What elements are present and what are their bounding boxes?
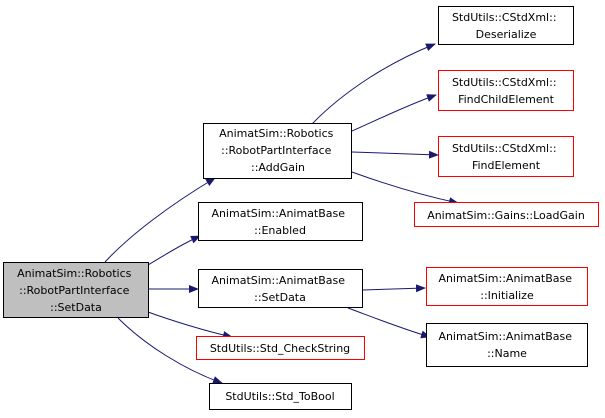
edges — [104, 43, 459, 384]
edge-root-tobool — [117, 317, 223, 384]
edge-setdata-name — [347, 307, 431, 339]
node-addgain-line-1: AnimatSim::Robotics — [219, 127, 333, 140]
edge-addgain-findchild — [351, 94, 437, 132]
node-findchild[interactable]: StdUtils::CStdXml:: FindChildElement — [438, 70, 574, 111]
node-deserialize-line-2: Deserialize — [476, 28, 537, 41]
node-name[interactable]: AnimatSim::AnimatBase ::Name — [426, 323, 588, 367]
node-tobool-box — [209, 383, 352, 410]
node-setdata-line-2: ::SetData — [254, 291, 306, 304]
edge-addgain-loadgain — [351, 171, 459, 206]
node-setdata-line-1: AnimatSim::AnimatBase — [211, 274, 345, 287]
node-findchild-line-1: StdUtils::CStdXml:: — [452, 76, 557, 89]
node-deserialize[interactable]: StdUtils::CStdXml:: Deserialize — [438, 6, 574, 45]
edge-addgain-findelement — [351, 150, 439, 159]
svg-text:StdUtils::CStdXml:: Find: StdUtils::CStdXml:: FindElement — [452, 142, 560, 172]
node-enabled-box — [198, 202, 363, 241]
node-enabled-line-1: AnimatSim::AnimatBase — [211, 207, 345, 220]
node-findchild-box — [438, 70, 574, 111]
node-name-line-1: AnimatSim::AnimatBase — [438, 330, 572, 343]
node-initialize[interactable]: AnimatSim::AnimatBase ::Initialize — [426, 267, 588, 306]
edge-root-addgain — [104, 177, 216, 263]
svg-text:AnimatSim::AnimatBase ::: AnimatSim::AnimatBase ::Name — [438, 330, 575, 360]
node-checkstring-line-1: StdUtils::Std_CheckString — [210, 342, 350, 355]
node-tobool-line-1: StdUtils::Std_ToBool — [225, 390, 334, 403]
node-initialize-box — [426, 267, 588, 306]
edge-root-checkstring — [147, 311, 233, 339]
node-setdata-box — [198, 269, 363, 308]
svg-text:AnimatSim::AnimatBase ::: AnimatSim::AnimatBase ::SetData — [211, 274, 348, 304]
node-findchild-line-2: FindChildElement — [458, 93, 555, 106]
node-deserialize-line-1: StdUtils::CStdXml:: — [452, 11, 557, 24]
svg-text:AnimatSim::Robotics ::Ro: AnimatSim::Robotics ::RobotPartInterface… — [17, 267, 135, 314]
node-findelement[interactable]: StdUtils::CStdXml:: FindElement — [438, 136, 574, 177]
node-setdata[interactable]: AnimatSim::AnimatBase ::SetData — [198, 269, 363, 308]
node-addgain-box — [203, 123, 352, 179]
node-findelement-box — [438, 136, 574, 177]
svg-text:StdUtils::CStdXml:: Dese: StdUtils::CStdXml:: Deserialize — [452, 11, 560, 41]
node-findelement-line-2: FindElement — [472, 159, 541, 172]
node-deserialize-box — [438, 6, 574, 45]
edge-addgain-deserialize — [311, 43, 436, 125]
edge-setdata-initialize — [362, 284, 426, 293]
node-checkstring[interactable]: StdUtils::Std_CheckString — [196, 336, 365, 360]
node-loadgain[interactable]: AnimatSim::Gains::LoadGain — [414, 202, 599, 227]
node-enabled[interactable]: AnimatSim::AnimatBase ::Enabled — [198, 202, 363, 241]
node-root[interactable]: AnimatSim::Robotics ::RobotPartInterface… — [3, 262, 149, 318]
node-loadgain-line-1: AnimatSim::Gains::LoadGain — [427, 209, 585, 222]
svg-text:AnimatSim::Robotics ::Ro: AnimatSim::Robotics ::RobotPartInterface… — [219, 127, 337, 174]
node-root-line-3: ::SetData — [50, 301, 102, 314]
svg-text:AnimatSim::AnimatBase ::: AnimatSim::AnimatBase ::Enabled — [211, 207, 348, 237]
node-addgain[interactable]: AnimatSim::Robotics ::RobotPartInterface… — [203, 123, 352, 179]
node-enabled-line-2: ::Enabled — [254, 224, 306, 237]
node-name-box — [426, 323, 588, 367]
node-loadgain-box — [414, 202, 599, 227]
node-initialize-line-2: ::Initialize — [480, 289, 534, 302]
node-root-box — [3, 262, 149, 318]
svg-text:AnimatSim::AnimatBase ::: AnimatSim::AnimatBase ::Initialize — [438, 272, 575, 302]
svg-text:StdUtils::CStdXml:: Find: StdUtils::CStdXml:: FindChildElement — [452, 76, 560, 106]
node-root-line-1: AnimatSim::Robotics — [17, 267, 131, 280]
node-addgain-line-3: ::AddGain — [251, 161, 305, 174]
svg-text:AnimatSim::Gains::LoadGain: AnimatSim::Gains::LoadGain — [427, 209, 585, 222]
node-name-line-2: ::Name — [487, 347, 527, 360]
edge-root-enabled — [147, 235, 201, 266]
node-initialize-line-1: AnimatSim::AnimatBase — [438, 272, 572, 285]
svg-text:StdUtils::Std_ToBool: StdUtils::Std_ToBool — [225, 390, 334, 403]
node-tobool[interactable]: StdUtils::Std_ToBool — [209, 383, 352, 410]
node-addgain-line-2: ::RobotPartInterface — [221, 144, 332, 157]
node-checkstring-box — [196, 336, 365, 360]
node-root-line-2: ::RobotPartInterface — [19, 284, 130, 297]
svg-text:StdUtils::Std_CheckString: StdUtils::Std_CheckString — [210, 342, 350, 355]
node-findelement-line-1: StdUtils::CStdXml:: — [452, 142, 557, 155]
